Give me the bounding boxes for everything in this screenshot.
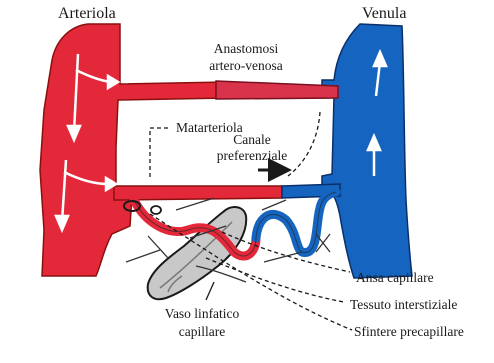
ansa-label: Ansa capillare — [356, 270, 434, 285]
arteriola-title: Arteriola — [58, 5, 116, 22]
canale-label-2: preferenziale — [217, 148, 287, 163]
sfintere-label: Sfintere precapillare — [354, 324, 464, 339]
anastomosi-label-2: artero-venosa — [209, 58, 282, 73]
anastomosis-channel — [216, 81, 338, 99]
precapillary-sphincter-ring — [151, 206, 161, 214]
venula-title: Venula — [362, 5, 406, 22]
preferential-channel-red — [114, 186, 282, 200]
tessuto-label: Tessuto interstiziale — [350, 297, 457, 312]
vaso-linfatico-label-1: Vaso linfatico — [165, 306, 240, 321]
canale-label-1: Canale — [233, 132, 270, 147]
vaso-linfatico-label-2: capillare — [179, 324, 225, 339]
anastomosi-label-1: Anastomosi — [214, 41, 279, 56]
